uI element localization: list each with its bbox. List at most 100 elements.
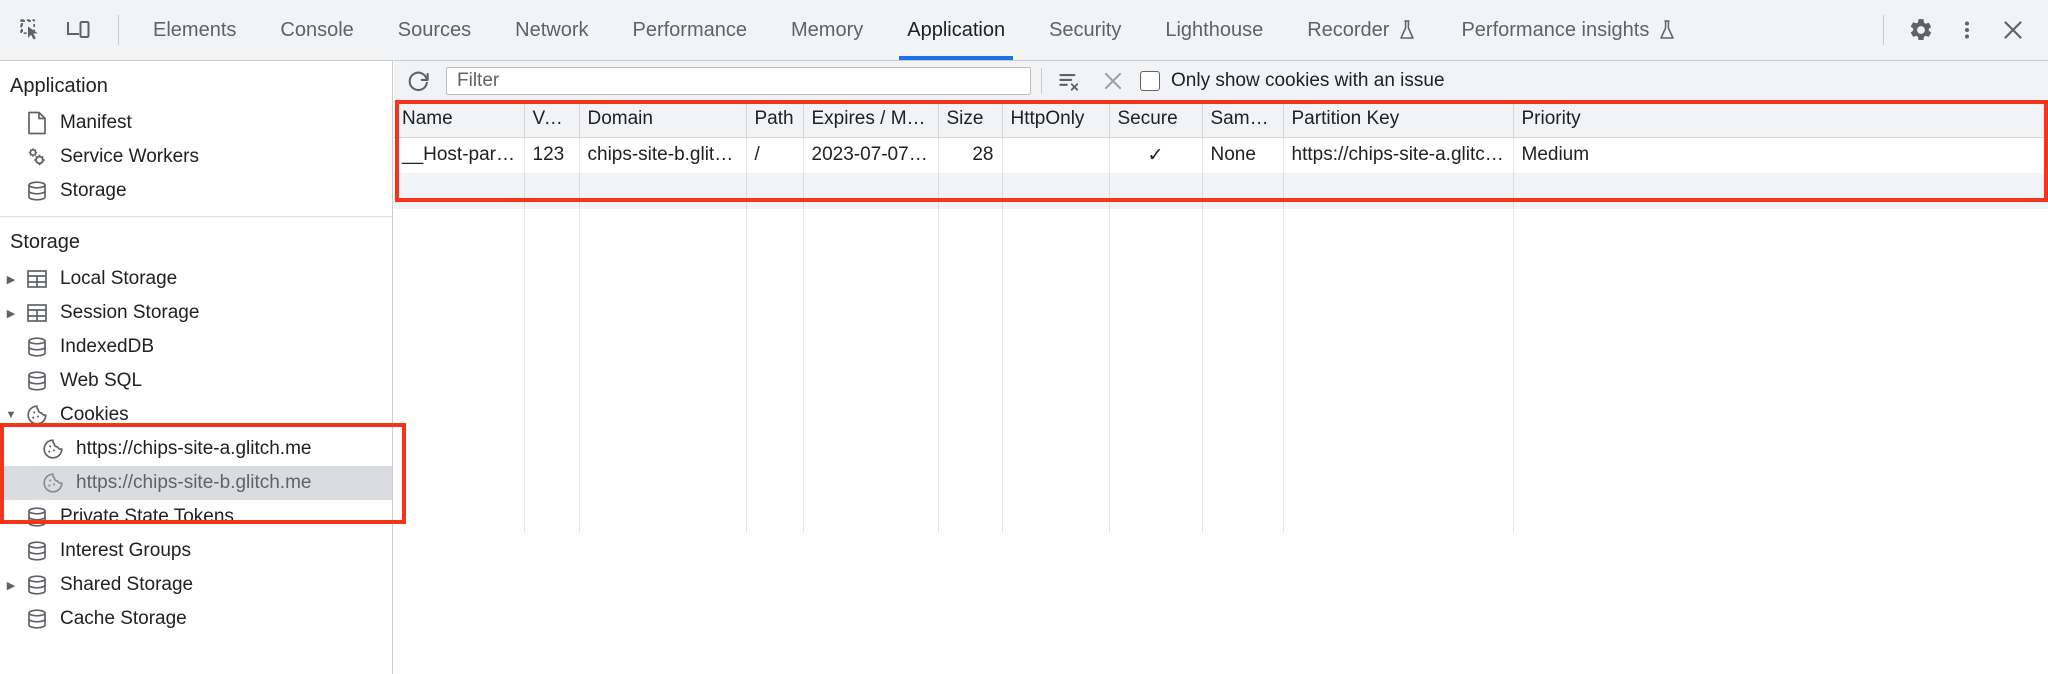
database-icon <box>22 573 52 597</box>
cookies-table-container: Name Value Domain Path Expires / M… Size… <box>394 101 2048 673</box>
device-toolbar-icon[interactable] <box>58 9 100 51</box>
table-empty-row <box>394 461 2048 497</box>
cell-value: 123 <box>524 137 580 173</box>
sidebar-section-title-storage: Storage <box>10 231 81 253</box>
tab-network[interactable]: Network <box>493 0 610 60</box>
tab-performance[interactable]: Performance <box>611 0 770 60</box>
column-header-secure[interactable]: Secure <box>1109 101 1203 138</box>
database-icon <box>22 607 52 631</box>
filter-input[interactable]: Filter <box>446 66 1031 95</box>
tab-lighthouse[interactable]: Lighthouse <box>1143 0 1285 60</box>
more-options-icon[interactable] <box>1946 9 1988 51</box>
cookies-filter-bar: Filter Only show cookies with an issue <box>394 61 2048 101</box>
cell-secure: ✓ <box>1109 137 1203 173</box>
tab-application[interactable]: Application <box>885 0 1027 60</box>
chevron-down-icon[interactable]: ▼ <box>5 409 17 421</box>
sidebar-item-label: Shared Storage <box>60 574 194 595</box>
chevron-right-icon[interactable]: ▶ <box>6 579 16 592</box>
clear-all-cookies-icon[interactable] <box>1096 65 1130 97</box>
manifest-document-icon <box>22 111 52 135</box>
settings-gear-icon[interactable] <box>1900 9 1942 51</box>
sidebar-item-cookies[interactable]: ▼ Cookies <box>0 398 392 432</box>
cell-domain: chips-site-b.glitch.me <box>579 137 747 173</box>
sidebar-item-label: Local Storage <box>60 268 178 289</box>
column-header-partition-key[interactable]: Partition Key <box>1283 101 1514 138</box>
service-workers-gears-icon <box>22 145 52 169</box>
table-empty-row <box>394 245 2048 281</box>
tab-console[interactable]: Console <box>258 0 375 60</box>
sidebar-item-local-storage[interactable]: ▶ Local Storage <box>0 262 392 296</box>
sidebar-item-manifest[interactable]: Manifest <box>0 106 392 140</box>
toolbar-divider-right <box>1883 15 1884 45</box>
tab-label: Console <box>280 18 354 41</box>
sidebar-item-session-storage[interactable]: ▶ Session Storage <box>0 296 392 330</box>
only-show-issues-checkbox[interactable]: Only show cookies with an issue <box>1140 70 1445 92</box>
tab-security[interactable]: Security <box>1027 0 1143 60</box>
sidebar-item-shared-storage[interactable]: ▶ Shared Storage <box>0 568 392 602</box>
sidebar-item-service-workers[interactable]: Service Workers <box>0 140 392 174</box>
tab-performance-insights[interactable]: Performance insights <box>1439 0 1699 60</box>
tab-memory[interactable]: Memory <box>769 0 885 60</box>
tab-label: Sources <box>397 18 472 41</box>
cell-size: 28 <box>938 137 1003 173</box>
tab-label: Lighthouse <box>1165 18 1264 41</box>
inspect-element-icon[interactable] <box>10 9 52 51</box>
sidebar-item-cookies-chips-site-a[interactable]: https://chips-site-a.glitch.me <box>0 432 392 466</box>
sidebar-item-label: https://chips-site-b.glitch.me <box>76 472 312 493</box>
sidebar-item-label: IndexedDB <box>60 336 155 357</box>
sidebar-item-label: Session Storage <box>60 302 200 323</box>
sidebar-item-interest-groups[interactable]: Interest Groups <box>0 534 392 568</box>
column-header-httponly[interactable]: HttpOnly <box>1002 101 1110 138</box>
tab-label: Elements <box>153 18 237 41</box>
column-header-path[interactable]: Path <box>746 101 804 138</box>
sidebar-item-web-sql[interactable]: Web SQL <box>0 364 392 398</box>
database-icon <box>22 369 52 393</box>
table-empty-row <box>394 281 2048 317</box>
sidebar-divider <box>0 216 392 217</box>
clear-filtered-cookies-icon[interactable] <box>1052 65 1086 97</box>
table-header-row: Name Value Domain Path Expires / M… Size… <box>394 101 2048 138</box>
sidebar-item-label: Cookies <box>60 404 129 425</box>
sidebar-item-cache-storage[interactable]: Cache Storage <box>0 602 392 636</box>
cookie-icon <box>38 471 68 495</box>
toolbar-divider <box>118 15 119 45</box>
panel-tabs: Elements Console Sources Network Perform… <box>131 0 1699 60</box>
close-icon[interactable] <box>1992 9 2034 51</box>
storage-database-icon <box>22 179 52 203</box>
chevron-right-icon[interactable]: ▶ <box>6 273 16 286</box>
table-row[interactable]: __Host-partitioned-cookie 123 chips-site… <box>394 137 2048 173</box>
cell-path: / <box>746 137 804 173</box>
table-empty-row <box>394 389 2048 425</box>
column-header-priority[interactable]: Priority <box>1513 101 2048 138</box>
checkbox-box[interactable] <box>1140 70 1160 91</box>
table-empty-row <box>394 497 2048 533</box>
sidebar-item-label: Private State Tokens <box>60 506 234 527</box>
column-header-expires[interactable]: Expires / M… <box>803 101 939 138</box>
sidebar-section-title-application: Application <box>10 75 108 97</box>
column-header-name[interactable]: Name <box>394 101 525 138</box>
devtools-toolbar: Elements Console Sources Network Perform… <box>0 0 2048 61</box>
application-sidebar: Application Manifest <box>0 61 393 674</box>
tab-label: Performance <box>632 18 748 41</box>
column-header-samesite[interactable]: SameSite <box>1202 101 1284 138</box>
filterbar-divider <box>1041 67 1042 94</box>
tab-recorder[interactable]: Recorder <box>1285 0 1439 60</box>
chevron-right-icon[interactable]: ▶ <box>6 307 16 320</box>
sidebar-item-private-state-tokens[interactable]: Private State Tokens <box>0 500 392 534</box>
cookies-table: Name Value Domain Path Expires / M… Size… <box>394 101 2048 533</box>
cell-name: __Host-partitioned-cookie <box>394 137 525 173</box>
sidebar-item-cookies-chips-site-b[interactable]: https://chips-site-b.glitch.me <box>0 466 392 500</box>
table-body: __Host-partitioned-cookie 123 chips-site… <box>394 137 2048 533</box>
column-header-domain[interactable]: Domain <box>579 101 747 138</box>
tab-elements[interactable]: Elements <box>131 0 258 60</box>
column-header-value[interactable]: Value <box>524 101 580 138</box>
table-empty-row <box>394 353 2048 389</box>
tab-sources[interactable]: Sources <box>376 0 493 60</box>
sidebar-item-label: Storage <box>60 180 127 201</box>
table-empty-row <box>394 317 2048 353</box>
sidebar-item-indexeddb[interactable]: IndexedDB <box>0 330 392 364</box>
column-header-size[interactable]: Size <box>938 101 1003 138</box>
filter-placeholder: Filter <box>457 69 500 91</box>
sidebar-item-storage[interactable]: Storage <box>0 174 392 208</box>
refresh-icon[interactable] <box>402 65 436 97</box>
